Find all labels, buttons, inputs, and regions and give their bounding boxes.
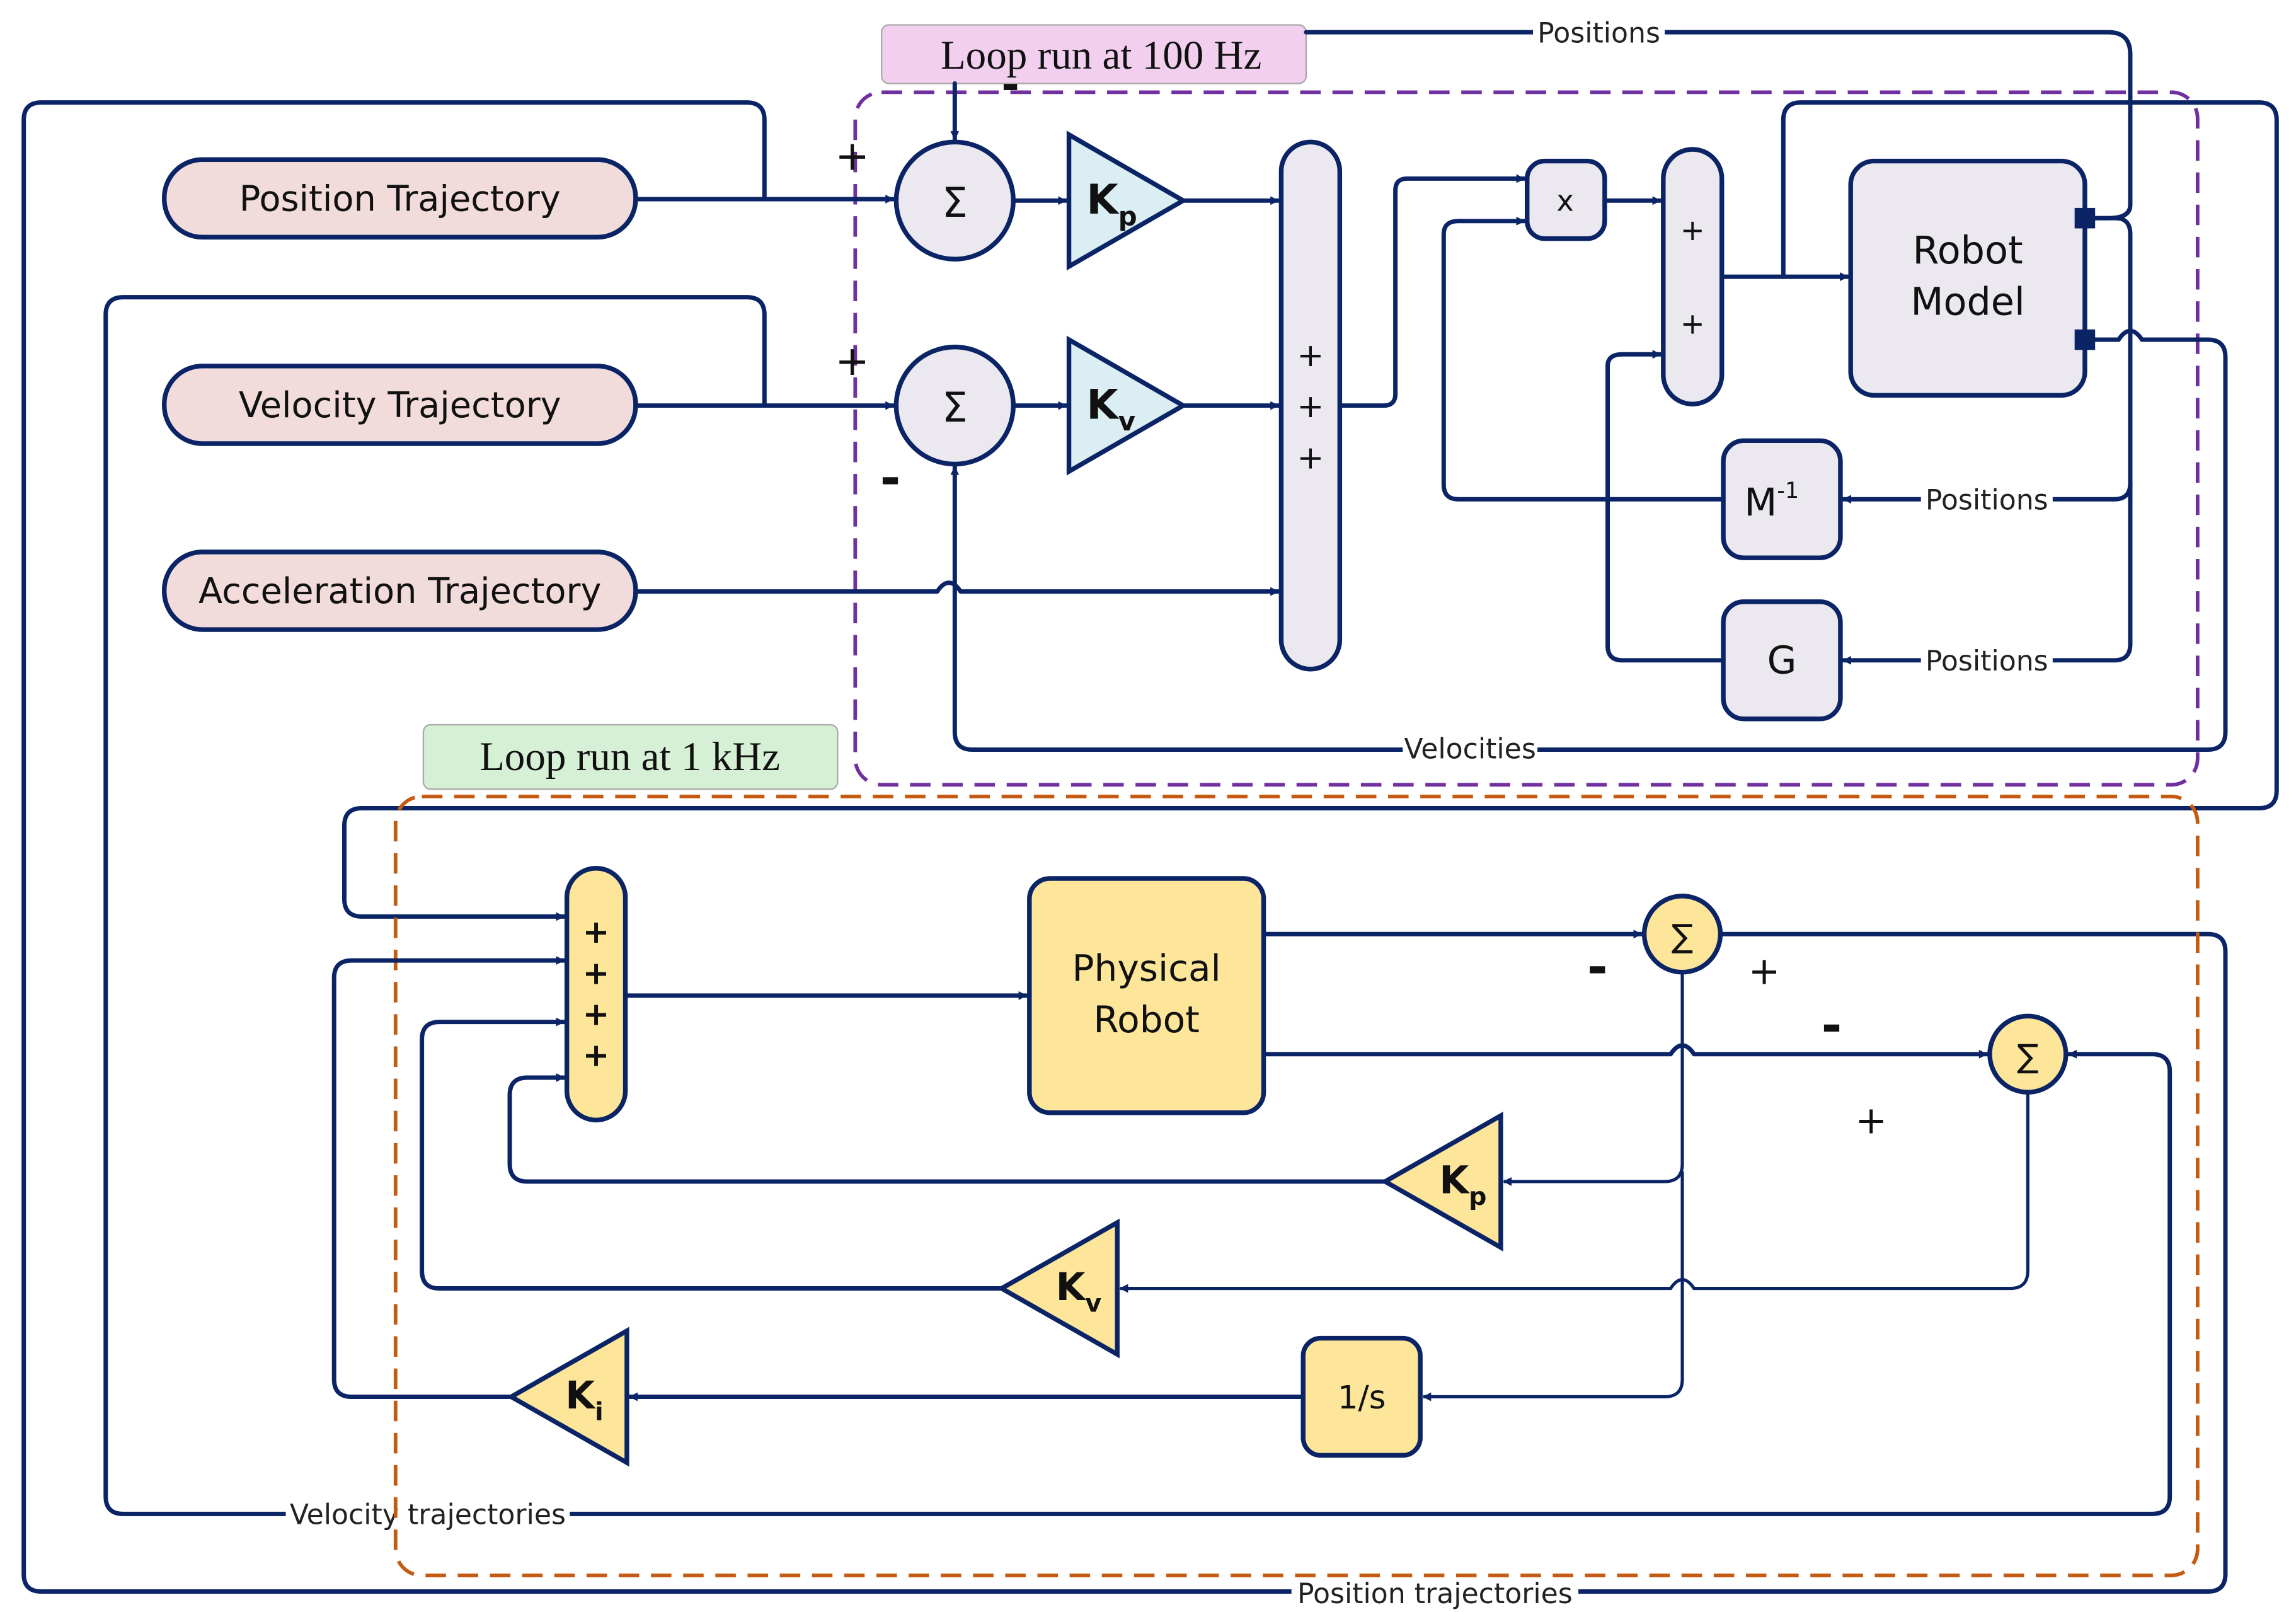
svg-text:1/s: 1/s bbox=[1338, 1379, 1386, 1417]
velocity-trajectory-block: Velocity Trajectory bbox=[161, 364, 638, 446]
wire bbox=[420, 1017, 1004, 1291]
wire bbox=[1503, 972, 1684, 1186]
wire bbox=[1441, 216, 1726, 502]
kv-gain-inner: Kv bbox=[997, 1218, 1120, 1359]
position-port bbox=[2074, 207, 2096, 229]
robot-model-block: Robot Model bbox=[1848, 158, 2096, 398]
gravity-block: G bbox=[1721, 599, 1843, 722]
velocity-port bbox=[2074, 329, 2096, 350]
wire bbox=[1119, 1092, 2029, 1293]
wire bbox=[1841, 216, 2133, 504]
positions-label-minv: Positions bbox=[1926, 485, 2048, 517]
torque-adder: + + bbox=[1661, 147, 1725, 406]
feedforward-adder: + + + bbox=[1278, 139, 1343, 672]
physical-robot-block: Physical Robot bbox=[1027, 876, 1266, 1115]
svg-text:Kv: Kv bbox=[1056, 1265, 1102, 1318]
wire bbox=[103, 295, 2173, 1516]
wire bbox=[1422, 1171, 1684, 1402]
svg-text:Kp: Kp bbox=[1086, 176, 1137, 232]
sign-plus: + bbox=[835, 133, 870, 180]
svg-text:Ki: Ki bbox=[565, 1374, 603, 1427]
inner-loop-boundary bbox=[393, 794, 2200, 1577]
svg-text:+: + bbox=[583, 1037, 610, 1074]
wire bbox=[950, 328, 2228, 752]
svg-text:M-1: M-1 bbox=[1744, 478, 1799, 525]
svg-text:+: + bbox=[583, 955, 610, 992]
svg-text:Velocity Trajectory: Velocity Trajectory bbox=[239, 385, 561, 426]
wire bbox=[1261, 1043, 1989, 1059]
svg-text:+: + bbox=[583, 996, 610, 1033]
svg-text:G: G bbox=[1767, 639, 1797, 683]
svg-text:Σ: Σ bbox=[942, 180, 968, 227]
kp-gain-inner: Kp bbox=[1380, 1111, 1503, 1252]
svg-text:x: x bbox=[1556, 184, 1574, 218]
svg-text:Kv: Kv bbox=[1086, 381, 1135, 437]
outer-loop-label: Loop run at 100 Hz bbox=[880, 24, 1307, 84]
wire bbox=[21, 100, 2228, 1594]
svg-text:+: + bbox=[1297, 439, 1324, 476]
ki-gain-inner: Ki bbox=[506, 1327, 629, 1467]
position-trajectory-block: Position Trajectory bbox=[161, 157, 638, 240]
kp-gain-outer: Kp bbox=[1066, 130, 1188, 271]
svg-text:Robot: Robot bbox=[1093, 998, 1199, 1041]
wire bbox=[342, 100, 2279, 921]
sign-plus: + bbox=[835, 338, 870, 385]
sign-minus: - bbox=[880, 449, 901, 507]
inverse-mass-block: M-1 bbox=[1721, 438, 1843, 560]
sign-minus: - bbox=[1587, 938, 1608, 996]
wire bbox=[1337, 174, 1527, 408]
outer-loop-label-text: Loop run at 100 Hz bbox=[941, 33, 1261, 78]
acceleration-trajectory-block: Acceleration Trajectory bbox=[161, 550, 638, 632]
sign-plus: + bbox=[1855, 1098, 1887, 1143]
position-trajectories-label: Position trajectories bbox=[1297, 1578, 1573, 1610]
svg-text:Position Trajectory: Position Trajectory bbox=[239, 179, 561, 220]
svg-text:Kp: Kp bbox=[1439, 1159, 1486, 1212]
wire bbox=[633, 580, 1281, 596]
velocities-label: Velocities bbox=[1404, 733, 1535, 765]
svg-text:Robot: Robot bbox=[1912, 229, 2023, 273]
svg-text:+: + bbox=[1680, 213, 1705, 247]
svg-text:Acceleration Trajectory: Acceleration Trajectory bbox=[198, 571, 601, 612]
positions-label-top: Positions bbox=[1537, 17, 1660, 49]
kv-gain-outer: Kv bbox=[1066, 335, 1188, 476]
velocity-error-sum: Σ bbox=[893, 344, 1016, 467]
svg-text:∑: ∑ bbox=[2017, 1039, 2038, 1076]
velocity-trajectories-label: Velocity trajectories bbox=[290, 1499, 566, 1531]
inner-loop-label-text: Loop run at 1 kHz bbox=[479, 734, 780, 780]
svg-text:+: + bbox=[1680, 307, 1705, 341]
position-error-sum: Σ bbox=[893, 139, 1016, 262]
svg-text:+: + bbox=[583, 914, 610, 951]
svg-text:Σ: Σ bbox=[942, 384, 968, 432]
wire bbox=[507, 1073, 1387, 1184]
inner-adder: + + + + bbox=[564, 866, 628, 1123]
svg-text:+: + bbox=[1297, 388, 1324, 425]
sign-plus: + bbox=[1748, 949, 1781, 993]
wire bbox=[1841, 481, 2133, 665]
multiply-block: x bbox=[1525, 158, 1607, 241]
position-error-sum-inner: ∑ bbox=[1641, 894, 1723, 975]
svg-text:Model: Model bbox=[1910, 280, 2024, 325]
sign-minus: - bbox=[1822, 996, 1842, 1054]
integrator-block: 1/s bbox=[1300, 1335, 1423, 1458]
outer-loop-boundary bbox=[853, 90, 2200, 787]
positions-label-g: Positions bbox=[1926, 645, 2048, 677]
sign-minus: - bbox=[1001, 59, 1019, 110]
wire bbox=[331, 956, 566, 1399]
velocity-error-sum-inner: ∑ bbox=[1987, 1013, 2069, 1095]
inner-loop-label: Loop run at 1 kHz bbox=[422, 723, 839, 790]
svg-text:∑: ∑ bbox=[1672, 918, 1693, 955]
svg-text:Physical: Physical bbox=[1072, 947, 1221, 990]
wire bbox=[1605, 350, 1726, 663]
svg-text:+: + bbox=[1297, 337, 1324, 374]
